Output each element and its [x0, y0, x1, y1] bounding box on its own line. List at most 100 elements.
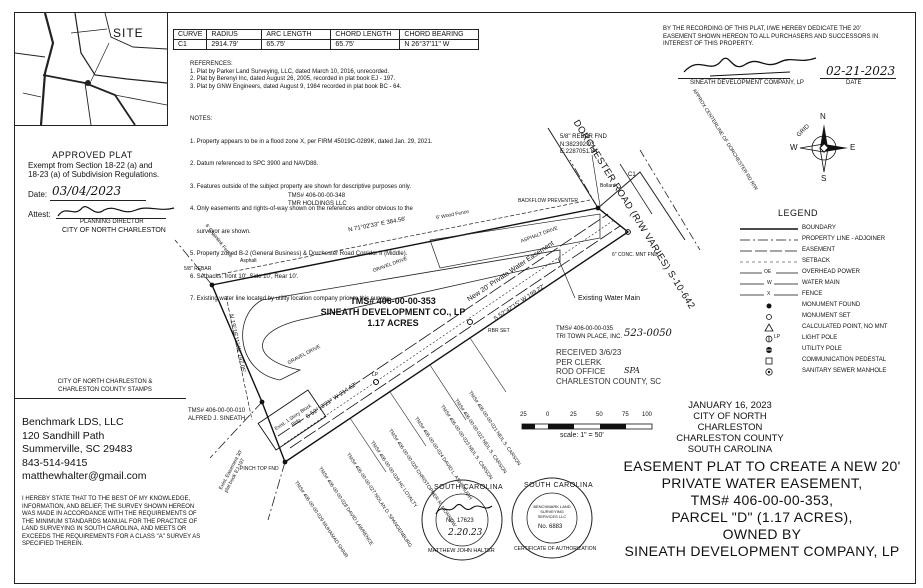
north-label: N — [820, 112, 826, 121]
references-heading: REFERENCES: — [190, 61, 233, 67]
legend-item: CALCULATED POINT, NO MNT — [740, 323, 888, 333]
legend-label: SETBACK — [802, 258, 831, 264]
curve-table-header: RADIUS — [206, 29, 263, 40]
calculated-point-icon — [764, 323, 774, 332]
owner-date-written: 02-21-2023 — [826, 64, 896, 78]
recording-received: RECEIVED 3/6/23 — [556, 348, 622, 357]
stamps-caption-line: CITY OF NORTH CHARLESTON & — [57, 379, 153, 385]
approval-attest-line — [56, 218, 166, 219]
title-line: PARCEL "D" (1.17 ACRES), — [671, 509, 853, 525]
scale-tick: 0 — [546, 412, 550, 418]
neighbor-east-owner: TRI TOWN PLACE, INC. — [556, 333, 623, 340]
neighbor-north-tms: TMS# 406-00-00-348 — [288, 193, 346, 199]
drawing-frame — [14, 12, 916, 584]
title-line: TMS# 406-00-00-353, — [690, 492, 834, 508]
legend-item: MONUMENT FOUND — [740, 301, 875, 311]
north-arrow-graphic — [799, 124, 848, 173]
approval-heading: APPROVED PLAT — [52, 150, 133, 160]
light-pole-icon — [765, 335, 773, 343]
curve-table-cell: 65.75' — [330, 39, 401, 50]
rebar-note-line: E:2287051.84 — [560, 149, 598, 155]
company-seal: SOUTH CAROLINA CERTIFICATE OF AUTHORIZAT… — [510, 476, 596, 560]
neighbor-west-label: TMS# 406-00-00-010 ALFRED J. SINEATH — [188, 408, 245, 423]
approval-attest-label: Attest: — [28, 210, 51, 219]
certification-line: INFORMATION, AND BELIEF, THE SURVEY SHOW… — [22, 503, 195, 510]
surveyor-city: Summerville, SC 29483 — [22, 443, 133, 455]
legend-label: BOUNDARY — [802, 225, 836, 231]
rebar-note: 5/8" REBAR FND N:382392.93 E:2287051.84 — [560, 134, 607, 157]
scale-bar-graphic — [521, 423, 653, 430]
stamps-divider — [14, 398, 186, 399]
rebar-note-line: 5/8" REBAR FND — [560, 134, 607, 140]
date-block: JANUARY 16, 2023 CITY OF NORTH CHARLESTO… — [660, 400, 800, 455]
reference-item: 3. Plat by GNW Engineers, dated August 9… — [190, 83, 402, 90]
legend-label: EASEMENT — [802, 247, 836, 253]
water-main-icon — [740, 283, 798, 285]
surveyor-seal-rings — [421, 479, 503, 561]
scale-bar: 25 0 25 50 75 100 — [520, 412, 654, 440]
approval-date-line — [50, 200, 146, 201]
curve-label: C1 — [628, 172, 636, 178]
recording-line: ROD OFFICE — [556, 367, 606, 376]
north-arrow: N S W E GRID — [790, 110, 856, 186]
stamps-caption: CITY OF NORTH CHARLESTON & CHARLESTON CO… — [40, 379, 170, 394]
boundary-line-icon — [740, 228, 798, 230]
communication-pedestal-icon — [765, 357, 773, 365]
reference-item: 1. Plat by Parker Land Surveying, LLC, d… — [190, 68, 390, 75]
east-label: E — [850, 143, 856, 152]
curve-table-header: ARC LENGTH — [261, 29, 332, 40]
approval-role: PLANNING DIRECTOR — [80, 219, 144, 225]
parcel-main-label: TMS# 406-00-00-353 SINEATH DEVELOPMENT C… — [318, 296, 468, 329]
utility-pole-icon — [764, 347, 774, 353]
curve-table-header: CHORD BEARING — [399, 29, 480, 40]
note-item: 6. Setbacks: front 10', Side 10', Rear 1… — [190, 273, 299, 280]
recording-county: CHARLESTON COUNTY, SC — [556, 376, 662, 386]
neighbor-north-label: TMS# 406-00-00-348 TMR HOLDINGS LLC — [288, 193, 347, 208]
approval-stamp: APPROVED PLAT Exempt from Section 18-22 … — [26, 150, 176, 238]
approval-signature — [57, 206, 175, 217]
setback-line-icon — [740, 261, 798, 263]
certification-line: EXCEEDS THE REQUIREMENTS FOR A CLASS "A"… — [22, 533, 201, 540]
backflow-label: BACKFLOW PREVENTER — [518, 198, 579, 204]
certification-line: SPECIFIED THEREIN. — [22, 541, 84, 547]
monument-found-label: 6" CONC. MNT FND — [612, 252, 658, 258]
vicinity-map-roads — [14, 12, 168, 126]
monument-found-icon — [766, 303, 772, 309]
monument-set-icon — [766, 314, 772, 320]
note-item: 5. Property zoned B-2 (General Business)… — [190, 251, 408, 257]
certification-line: THE MINIMUM STANDARDS MANUAL FOR THE PRA… — [22, 518, 198, 525]
curve-table-row: C1 2914.79' 65.75' 65.75' N 26°37'11" W — [172, 39, 480, 50]
dedication-line: INTEREST OF THIS PROPERTY. — [663, 41, 754, 47]
rbr-set-label: RBR SET — [488, 328, 510, 334]
legend-item: SANITARY SEWER MANHOLE — [740, 367, 886, 377]
legend-item: W WATER MAIN — [740, 279, 875, 289]
fence-line-icon — [740, 294, 798, 296]
notes-heading: NOTES: — [190, 116, 213, 122]
note-item: 2. Datum referenced to SPC 3900 and NAVD… — [190, 161, 319, 167]
legend-item: UTILITY POLE — [740, 345, 875, 355]
legend-item: EASEMENT — [740, 246, 875, 256]
rebar-left-label: 5/8" REBAR — [184, 266, 212, 272]
legend-item: SETBACK — [740, 257, 875, 267]
approval-line: Exempt from Section 18-22 (a) and — [28, 161, 153, 170]
surveyor-phone: 843-514-9415 — [22, 456, 88, 469]
seal-number: No. 17623 — [446, 518, 474, 524]
recording-line: PER CLERK — [556, 357, 602, 367]
seal-ring-top: SOUTH CAROLINA — [524, 482, 594, 489]
curve-table-header: CHORD LENGTH — [330, 29, 401, 40]
bollard-label: Bollard — [600, 183, 616, 189]
note-item: 1. Property appears to be in a flood zon… — [190, 138, 433, 145]
neighbor-north-owner: TMR HOLDINGS LLC — [288, 200, 347, 207]
legend-label: UTILITY POLE — [802, 346, 842, 352]
certification-line: I HEREBY STATE THAT TO THE BEST OF MY KN… — [22, 496, 191, 502]
overhead-power-code: OE — [764, 269, 772, 275]
scale-tick: 25 — [520, 412, 527, 418]
light-pole-label: LP — [372, 372, 379, 378]
title-line: PRIVATE WATER EASEMENT, — [661, 475, 863, 491]
water-main-code: W — [767, 280, 772, 286]
approval-line: 18-23 (a) of Subdivision Regulations. — [28, 170, 160, 179]
legend-item: PROPERTY LINE - ADJOINER — [740, 235, 885, 245]
vicinity-map: SITE — [14, 12, 168, 126]
parcel-area: 1.17 ACRES — [367, 318, 419, 328]
plat-city: CITY OF NORTH CHARLESTON — [693, 411, 767, 433]
